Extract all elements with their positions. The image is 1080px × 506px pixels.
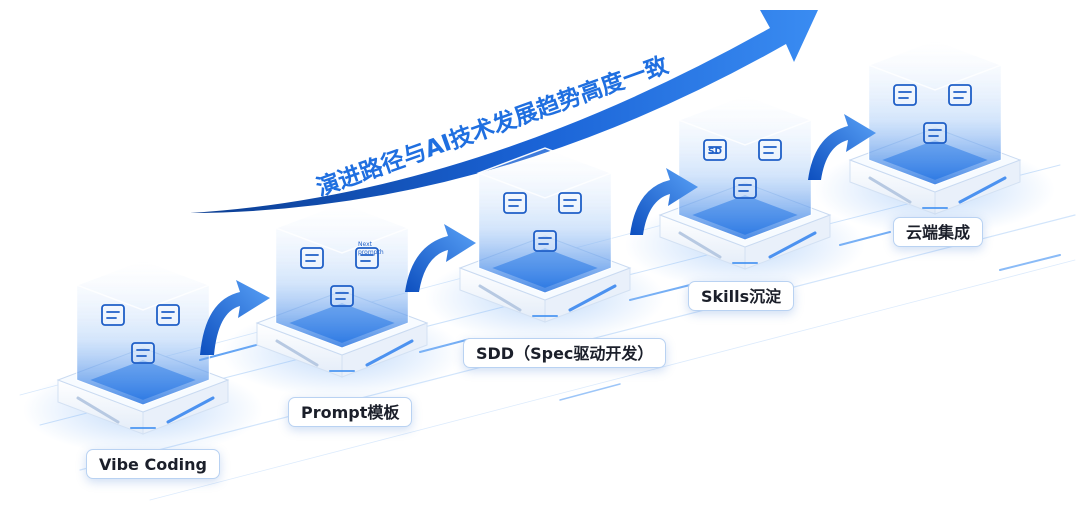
- code-window-icon: [101, 304, 125, 326]
- hierarchy-icon: [533, 230, 557, 252]
- document-icon: [503, 192, 527, 214]
- stage-platform-vibe-coding: [23, 259, 263, 455]
- stage-label-vibe-coding: Vibe Coding: [86, 449, 220, 479]
- cloud-database-icon: [893, 84, 917, 106]
- cloud-network-icon: [923, 122, 947, 144]
- stage-label-prompt-template: Prompt模板: [288, 397, 413, 427]
- stage-platform-skills: SD: [625, 94, 865, 290]
- step-arrow-1: [200, 280, 270, 355]
- stage-label-cloud-integration: 云端集成: [893, 217, 984, 247]
- book-text: SD: [708, 147, 722, 157]
- step-arrow-2: [405, 224, 476, 292]
- sd-book-icon: [703, 139, 727, 161]
- stage-icons: [101, 304, 180, 364]
- stage-platform-cloud-integration: [815, 39, 1055, 235]
- stage-label-skills: Skills沉淀: [688, 281, 795, 311]
- brush-sparkle-icon: [156, 304, 180, 326]
- stage-icons: [893, 84, 972, 144]
- flowchart-icon: [300, 247, 324, 269]
- database-check-icon: [758, 139, 782, 161]
- bubble-text: prompth: [358, 249, 384, 256]
- stage-icons: [503, 192, 582, 252]
- user-icon: [131, 342, 155, 364]
- step-arrow-3: [630, 168, 698, 235]
- badge-icon: [733, 177, 757, 199]
- cloud-sync-icon: [948, 84, 972, 106]
- bubble-text: Next: [358, 241, 373, 248]
- stage-label-sdd: SDD（Spec驱动开发）: [463, 338, 667, 368]
- stage-platform-sdd: [425, 147, 665, 343]
- chat-bubble-icon: [355, 247, 379, 269]
- step-arrow-4: [808, 114, 876, 180]
- edit-document-icon: [558, 192, 582, 214]
- stage-icons: SD: [703, 139, 782, 199]
- terminal-icon: [330, 285, 354, 307]
- step-arrows: [200, 114, 876, 355]
